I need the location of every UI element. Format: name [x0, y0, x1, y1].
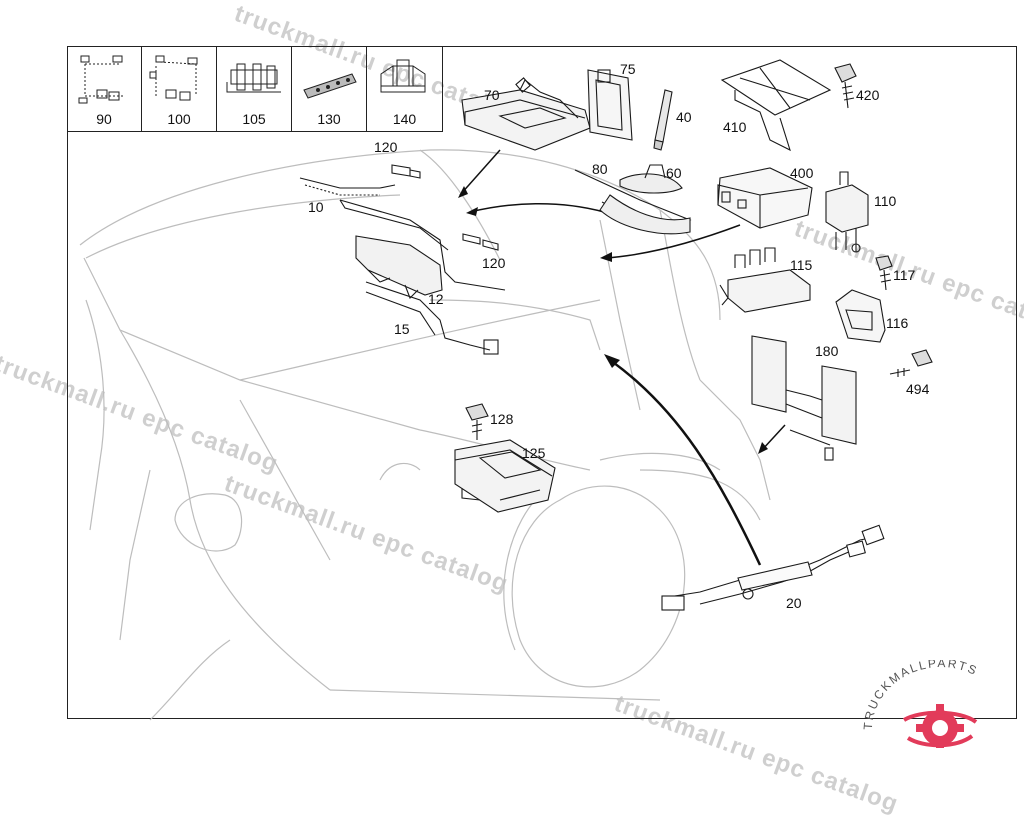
- thumbnail-100[interactable]: 100: [142, 46, 217, 131]
- thumbnail-130[interactable]: 130: [292, 46, 367, 131]
- logo-text: TRUCKMALLPARTS: [861, 656, 979, 730]
- part-label: 180: [815, 343, 839, 359]
- arrow: [604, 224, 741, 259]
- part-12[interactable]: [355, 235, 443, 299]
- vehicle-outline: [79, 149, 771, 721]
- part-label: 120: [374, 139, 398, 155]
- svg-text:TRUCKMALLPARTS: TRUCKMALLPARTS: [861, 660, 981, 730]
- thumbnail-label: 130: [317, 111, 341, 127]
- part-label: 120: [482, 255, 506, 271]
- part-label: 20: [786, 595, 802, 611]
- thumbnail-label: 90: [96, 111, 112, 127]
- part-180[interactable]: [751, 335, 857, 461]
- diagram-frame: [67, 46, 1017, 719]
- part-label: 116: [886, 315, 909, 331]
- part-120b[interactable]: [462, 233, 499, 251]
- part-60[interactable]: [619, 164, 683, 194]
- part-400[interactable]: [717, 167, 813, 229]
- part-10[interactable]: [299, 177, 506, 291]
- part-label: 15: [394, 321, 410, 337]
- part-label: 125: [522, 445, 546, 461]
- holder-icon: [380, 59, 426, 93]
- part-128[interactable]: [465, 403, 489, 440]
- part-420[interactable]: [834, 63, 857, 109]
- part-115[interactable]: [719, 247, 811, 313]
- part-75[interactable]: [587, 69, 633, 141]
- part-label: 128: [490, 411, 514, 427]
- arrow: [761, 424, 786, 451]
- part-label: 80: [592, 161, 608, 177]
- bracket-icon: [226, 63, 281, 93]
- part-label: 12: [428, 291, 444, 307]
- part-label: 400: [790, 165, 814, 181]
- exploded-view: 70 75 40 410 420 80 60 400 110 115 117 1…: [79, 59, 933, 721]
- thumbnail-label: 100: [167, 111, 191, 127]
- part-label: 410: [723, 119, 747, 135]
- part-40[interactable]: [653, 89, 673, 151]
- part-20[interactable]: [661, 524, 885, 611]
- part-410[interactable]: [720, 59, 832, 152]
- part-80[interactable]: [574, 169, 692, 235]
- clip-set-icon: [78, 55, 123, 104]
- strip-icon: [303, 73, 357, 99]
- part-494[interactable]: [889, 349, 933, 377]
- part-125[interactable]: [454, 439, 556, 513]
- part-116[interactable]: [835, 289, 886, 343]
- part-110[interactable]: [825, 171, 869, 253]
- part-label: 115: [790, 257, 813, 273]
- part-label: 70: [484, 87, 500, 103]
- part-label: 60: [666, 165, 682, 181]
- part-70[interactable]: [461, 77, 591, 151]
- part-label: 494: [906, 381, 930, 397]
- part-label: 117: [893, 267, 916, 283]
- thumbnail-105[interactable]: 105: [217, 46, 292, 131]
- part-label: 75: [620, 61, 636, 77]
- part-117[interactable]: [875, 255, 893, 291]
- part-label: 110: [874, 193, 897, 209]
- part-label: 40: [676, 109, 692, 125]
- thumbnail-90[interactable]: 90: [67, 46, 142, 131]
- thumbnail-label: 105: [242, 111, 266, 127]
- thumbnail-140[interactable]: 140: [367, 46, 442, 131]
- thumbnail-label: 140: [392, 111, 417, 127]
- truckmall-logo: TRUCKMALLPARTS: [860, 656, 1020, 748]
- clip-set-icon: [149, 55, 198, 101]
- part-120[interactable]: [391, 164, 421, 179]
- arrow: [459, 149, 501, 196]
- part-label: 10: [308, 199, 324, 215]
- arrow: [469, 203, 605, 213]
- part-15[interactable]: [365, 281, 499, 355]
- part-label: 420: [856, 87, 880, 103]
- thumbnail-row: 90 100 105: [67, 46, 443, 132]
- arrow: [609, 358, 762, 566]
